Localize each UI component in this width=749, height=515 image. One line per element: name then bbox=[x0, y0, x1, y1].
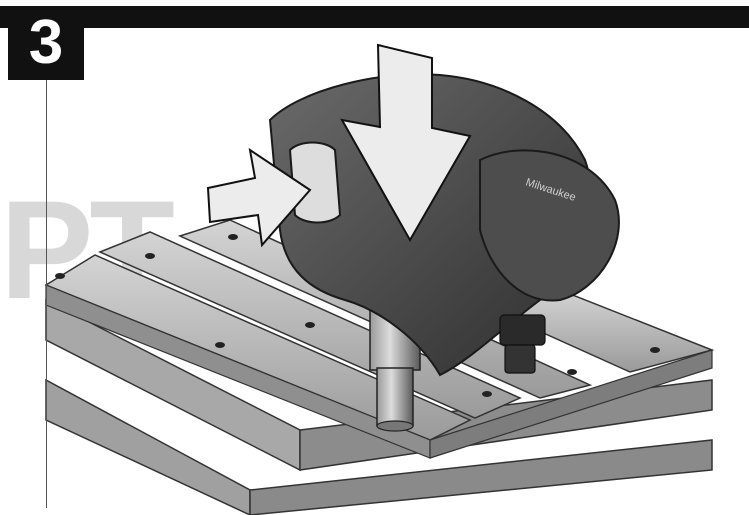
step-number: 3 bbox=[28, 8, 64, 77]
palm-nailer-tool: Milwaukee bbox=[268, 73, 620, 432]
arrow-down-icon bbox=[340, 43, 472, 243]
header-bar bbox=[0, 6, 749, 28]
step-number-box: 3 bbox=[8, 6, 84, 80]
left-rule bbox=[46, 80, 47, 508]
arrow-right-icon bbox=[206, 147, 312, 248]
